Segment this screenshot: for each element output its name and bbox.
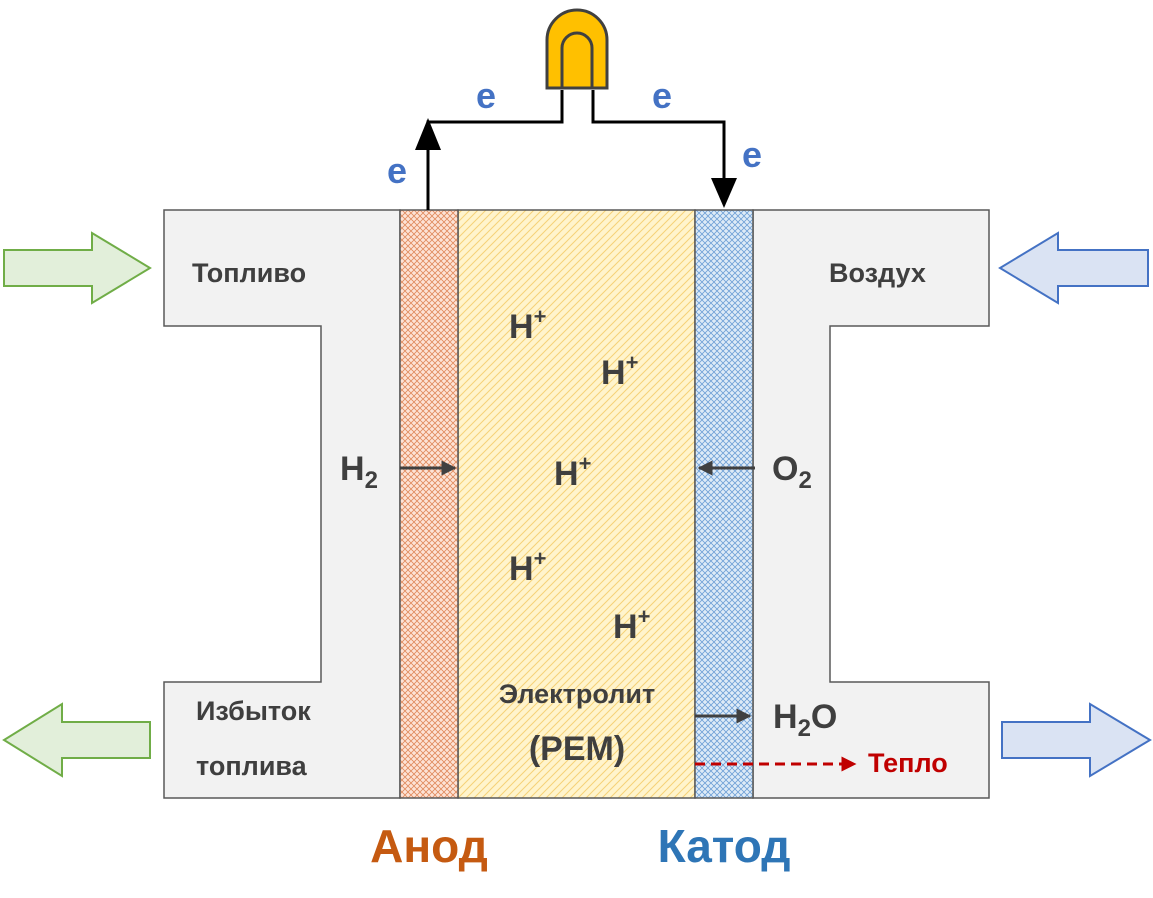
electrolyte-label-line1: Электролит — [499, 679, 655, 709]
fuel-label: Топливо — [192, 258, 306, 288]
electron-label-top-left: e — [476, 75, 496, 116]
air-inlet-arrow — [998, 231, 1149, 305]
proton-label: H+ — [601, 350, 638, 392]
electron-label-top-right: e — [652, 75, 672, 116]
cathode-side-channel — [752, 209, 990, 799]
excess-fuel-label-line2: топлива — [196, 751, 308, 781]
anode-layer — [399, 209, 459, 799]
cathode-label: Катод — [658, 820, 791, 872]
electron-flow-up-arrowhead — [415, 118, 441, 150]
lamp-icon — [545, 8, 609, 90]
fuel-inlet-arrow — [3, 231, 152, 305]
excess-fuel-outlet-arrow — [2, 702, 151, 778]
electron-label-right: e — [742, 134, 762, 175]
excess-fuel-label-line1: Избыток — [196, 696, 311, 726]
outlet-arrow-right — [1001, 702, 1152, 778]
external-circuit-anode-wire — [426, 90, 564, 210]
air-label: Воздух — [829, 258, 926, 288]
proton-label: H+ — [554, 451, 591, 493]
electron-flow-down-arrowhead — [711, 178, 737, 208]
external-circuit-cathode-wire — [591, 90, 726, 180]
oxygen-label: O2 — [772, 450, 812, 494]
proton-label: H+ — [509, 304, 546, 346]
heat-label: Тепло — [868, 748, 948, 778]
electron-label-left: e — [387, 150, 407, 191]
cathode-layer — [694, 209, 754, 799]
electrolyte-label-line2: (PEM) — [529, 730, 625, 768]
water-label: H2O — [773, 698, 837, 742]
electrolyte-membrane — [457, 209, 696, 799]
proton-label: H+ — [509, 546, 546, 588]
anode-label: Анод — [370, 820, 488, 872]
proton-label: H+ — [613, 604, 650, 646]
hydrogen-label: H2 — [340, 450, 378, 494]
